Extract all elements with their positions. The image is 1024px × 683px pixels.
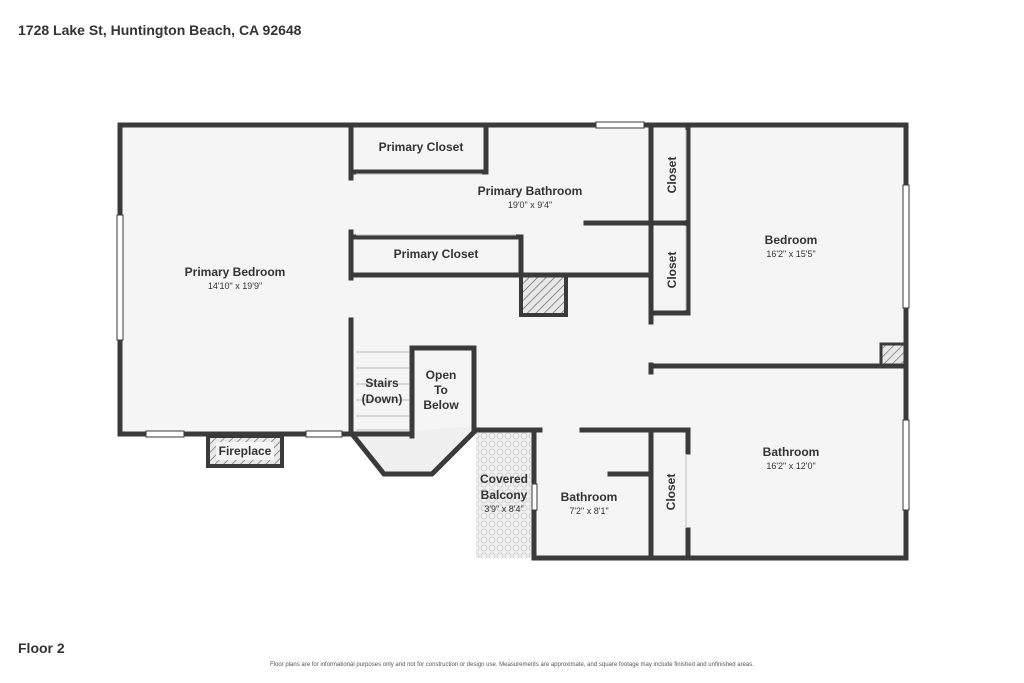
bathroom-small-label: Bathroom <box>561 490 618 504</box>
duct-chase <box>879 342 907 367</box>
windows <box>116 121 910 511</box>
disclaimer-text: Floor plans are for informational purpos… <box>270 662 754 668</box>
chimney-chase <box>519 273 568 317</box>
bathroom-large-dims: 16'2" x 12'0" <box>766 461 815 471</box>
closet-doors <box>356 130 687 528</box>
covered-balcony-label: Covered <box>480 472 528 486</box>
floor-fills <box>120 125 908 558</box>
primary-closet-mid-label: Primary Closet <box>394 247 479 261</box>
covered-balcony-dims: 3'9" x 8'4" <box>484 504 523 514</box>
primary-bedroom-dims: 14'10" x 19'9" <box>208 281 262 291</box>
bedroom-label: Bedroom <box>765 233 818 247</box>
primary-bedroom-label: Primary Bedroom <box>185 265 286 279</box>
below-label: Below <box>423 398 459 412</box>
fireplace-label: Fireplace <box>219 444 272 458</box>
primary-bathroom-label: Primary Bathroom <box>478 184 583 198</box>
closet-lower-label: Closet <box>665 252 679 289</box>
open-label: Open <box>426 368 457 382</box>
property-address: 1728 Lake St, Huntington Beach, CA 92648 <box>18 22 302 38</box>
bathroom-large-label: Bathroom <box>763 445 820 459</box>
bedroom-dims: 16'2" x 15'5" <box>766 249 815 259</box>
closet-bottom-label: Closet <box>664 474 678 511</box>
stair-treads <box>356 351 409 431</box>
covered-balcony-floor <box>476 432 532 558</box>
stairs-label: Stairs <box>365 376 399 390</box>
primary-bathroom-dims: 19'0" x 9'4" <box>508 200 552 210</box>
floor-label: Floor 2 <box>18 640 65 656</box>
stairs-down-label: (Down) <box>362 392 403 406</box>
walls <box>117 122 909 561</box>
bathroom-small-dims: 7'2" x 8'1" <box>569 506 608 516</box>
closet-upper-label: Closet <box>665 157 679 194</box>
to-label: To <box>434 383 448 397</box>
covered-balcony-label-2: Balcony <box>481 488 528 502</box>
primary-closet-top-label: Primary Closet <box>379 140 464 154</box>
